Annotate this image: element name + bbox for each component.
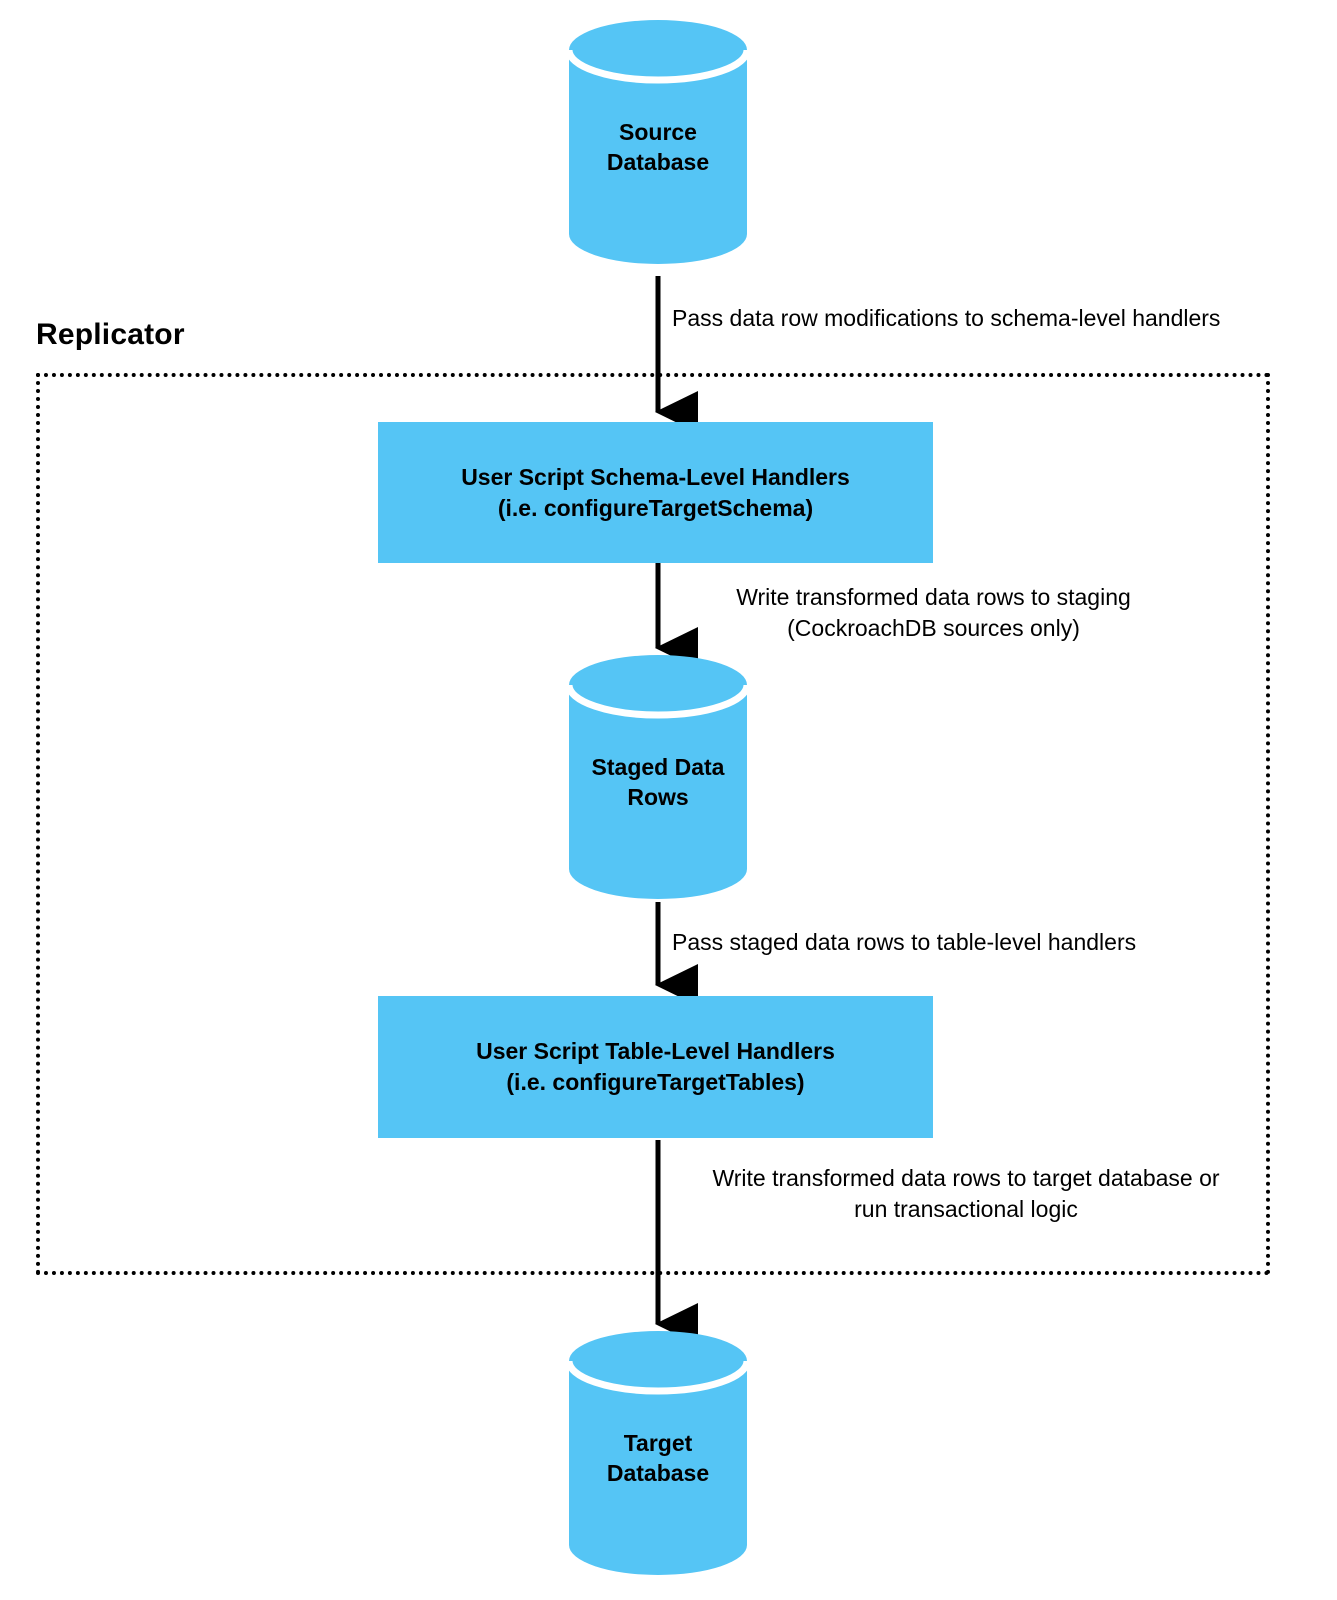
node-target-database: Target Database: [569, 1331, 747, 1575]
node-source-database: Source Database: [569, 20, 747, 264]
edge-label-staged-to-table: Pass staged data rows to table-level han…: [672, 929, 1137, 955]
group-title-replicator: Replicator: [36, 318, 185, 351]
node-table-level-handlers: User Script Table-Level Handlers (i.e. c…: [378, 996, 933, 1138]
edge-label-source-to-schema: Pass data row modifications to schema-le…: [672, 305, 1221, 331]
edge-label-table-to-target: Write transformed data rows to target da…: [712, 1165, 1220, 1222]
node-label-target-database: Target Database: [606, 1430, 710, 1486]
edge-label-schema-to-staged: Write transformed data rows to staging (…: [736, 584, 1131, 641]
node-label-staged-data-rows: Staged Data Rows: [591, 754, 725, 810]
cylinder-shape: [569, 1331, 747, 1575]
cylinder-shape: [569, 20, 747, 264]
node-schema-level-handlers: User Script Schema-Level Handlers (i.e. …: [378, 422, 933, 563]
node-label-source-database: Source Database: [606, 119, 710, 175]
node-label-table-level-handlers: User Script Table-Level Handlers (i.e. c…: [476, 1038, 835, 1095]
node-staged-data-rows: Staged Data Rows: [569, 655, 747, 899]
cylinder-shape: [569, 655, 747, 899]
node-label-schema-level-handlers: User Script Schema-Level Handlers (i.e. …: [461, 463, 850, 521]
